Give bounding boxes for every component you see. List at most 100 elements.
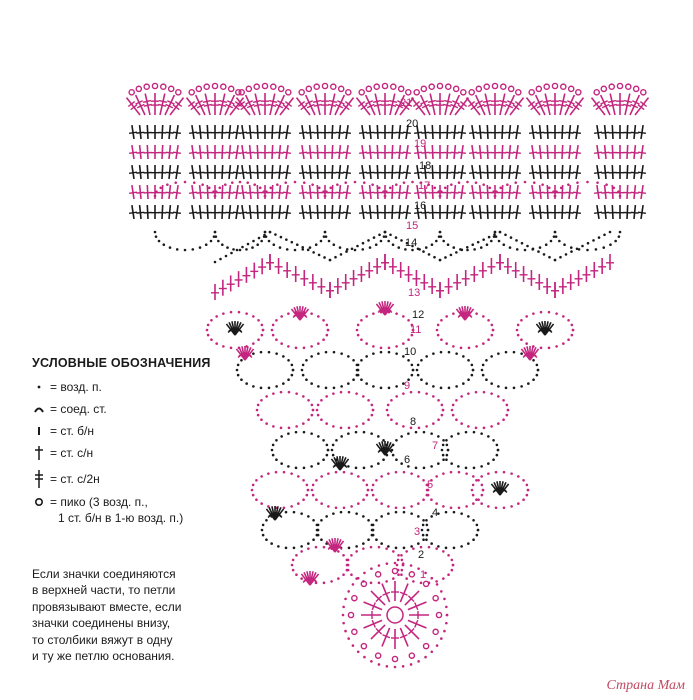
chain-dot xyxy=(238,248,242,252)
stitch-cross xyxy=(574,101,583,108)
chain-dot xyxy=(271,323,275,327)
chain-dot xyxy=(387,346,391,350)
chain-dot xyxy=(226,246,229,249)
stitch-cross xyxy=(593,211,603,215)
stitch-cross xyxy=(373,103,382,107)
chain-dot xyxy=(267,386,271,390)
chain-dot xyxy=(474,426,478,430)
chain-dot xyxy=(479,246,483,249)
chain-dot xyxy=(497,385,500,388)
stitch-cross xyxy=(428,103,437,107)
chain-dot xyxy=(295,425,298,428)
chain-dot xyxy=(322,545,326,549)
chain-dot xyxy=(467,392,470,395)
stitch-cross xyxy=(451,100,460,105)
chain-dot xyxy=(382,235,386,238)
legend-label-line2: 1 ст. б/н в 1-ю возд. п.) xyxy=(58,511,184,525)
chain-dot xyxy=(325,515,328,518)
stitch-cross xyxy=(545,327,553,334)
stitch-cross xyxy=(136,151,145,154)
chain-dot xyxy=(539,346,543,350)
chain-dot xyxy=(608,230,612,234)
stitch-post xyxy=(398,204,402,220)
picot xyxy=(616,82,624,90)
stitch-cross xyxy=(238,171,248,175)
chain-dot xyxy=(488,186,492,190)
stitch-cross xyxy=(468,211,478,215)
stitch-cross xyxy=(246,211,255,214)
stitch-cross xyxy=(306,131,315,134)
chain-dot xyxy=(332,512,335,515)
chain-dot xyxy=(419,581,423,585)
legend-item-double-crochet: = ст. с/н xyxy=(32,442,237,464)
chain-dot xyxy=(467,542,470,545)
chain-dot xyxy=(402,510,406,514)
row-number: 14 xyxy=(405,237,417,249)
stitch-cross xyxy=(527,101,536,108)
chain-dot xyxy=(439,386,443,390)
chain-dot xyxy=(310,413,314,417)
chain-dot-icon xyxy=(32,384,46,390)
chain-dot xyxy=(494,235,498,238)
stitch-post xyxy=(416,125,420,140)
chain-dot xyxy=(437,418,440,422)
chain-dot xyxy=(425,533,429,537)
stitch-post xyxy=(244,348,255,361)
chain-dot xyxy=(238,180,242,184)
row-number: 9 xyxy=(404,380,410,392)
stitch-cross xyxy=(407,595,415,603)
chain-dot xyxy=(159,186,163,190)
stitch-cross xyxy=(395,151,404,154)
stitch-cross xyxy=(528,191,538,195)
stitch-post xyxy=(640,125,644,140)
chain-dot xyxy=(395,422,398,425)
chain-dot xyxy=(490,382,493,385)
chain-dot xyxy=(401,665,405,668)
stitch-post xyxy=(499,483,510,496)
stitch-post xyxy=(568,164,572,180)
chain-dot xyxy=(384,235,388,238)
chain-dot xyxy=(258,186,262,190)
chain-dot xyxy=(282,470,286,474)
stitch-post xyxy=(559,93,566,116)
chain-dot xyxy=(467,515,470,518)
chain-dot xyxy=(435,239,438,243)
chain-dot xyxy=(409,426,413,430)
chain-dot xyxy=(219,257,222,261)
picot xyxy=(298,89,306,96)
chain-dot xyxy=(562,315,565,318)
stitch-cross xyxy=(298,151,308,155)
chain-dot xyxy=(506,408,510,412)
chain-dot xyxy=(433,186,437,190)
chain-dot xyxy=(352,358,355,362)
stitch-post xyxy=(453,144,457,160)
stitch-post xyxy=(394,94,406,116)
stitch-cross xyxy=(128,191,138,195)
stitch-post xyxy=(508,164,512,180)
chain-dot xyxy=(387,386,391,390)
stitch-cross xyxy=(238,131,248,135)
chain-dot xyxy=(300,577,303,580)
chain-dot xyxy=(476,528,480,532)
stitch-cross xyxy=(498,99,508,104)
stitch-cross xyxy=(505,131,514,134)
stitch-cross xyxy=(358,191,368,195)
stitch-cross xyxy=(407,627,415,635)
chain-dot xyxy=(512,386,516,390)
chain-dot xyxy=(447,386,451,390)
stitch-cross xyxy=(512,131,522,135)
chain-dot xyxy=(430,515,433,518)
chain-dot xyxy=(467,346,471,350)
chain-dot xyxy=(438,258,442,262)
stitch-cross xyxy=(188,211,198,215)
chain-dot xyxy=(487,435,490,438)
chain-dot xyxy=(422,538,425,542)
chain-dot xyxy=(230,181,234,184)
stitch-post xyxy=(544,93,551,116)
chain-dot xyxy=(275,438,278,442)
stitch-cross xyxy=(593,191,603,195)
chain-dot xyxy=(339,390,343,394)
chain-dot xyxy=(265,422,268,425)
chain-dot xyxy=(492,235,496,238)
chain-dot xyxy=(317,435,320,438)
